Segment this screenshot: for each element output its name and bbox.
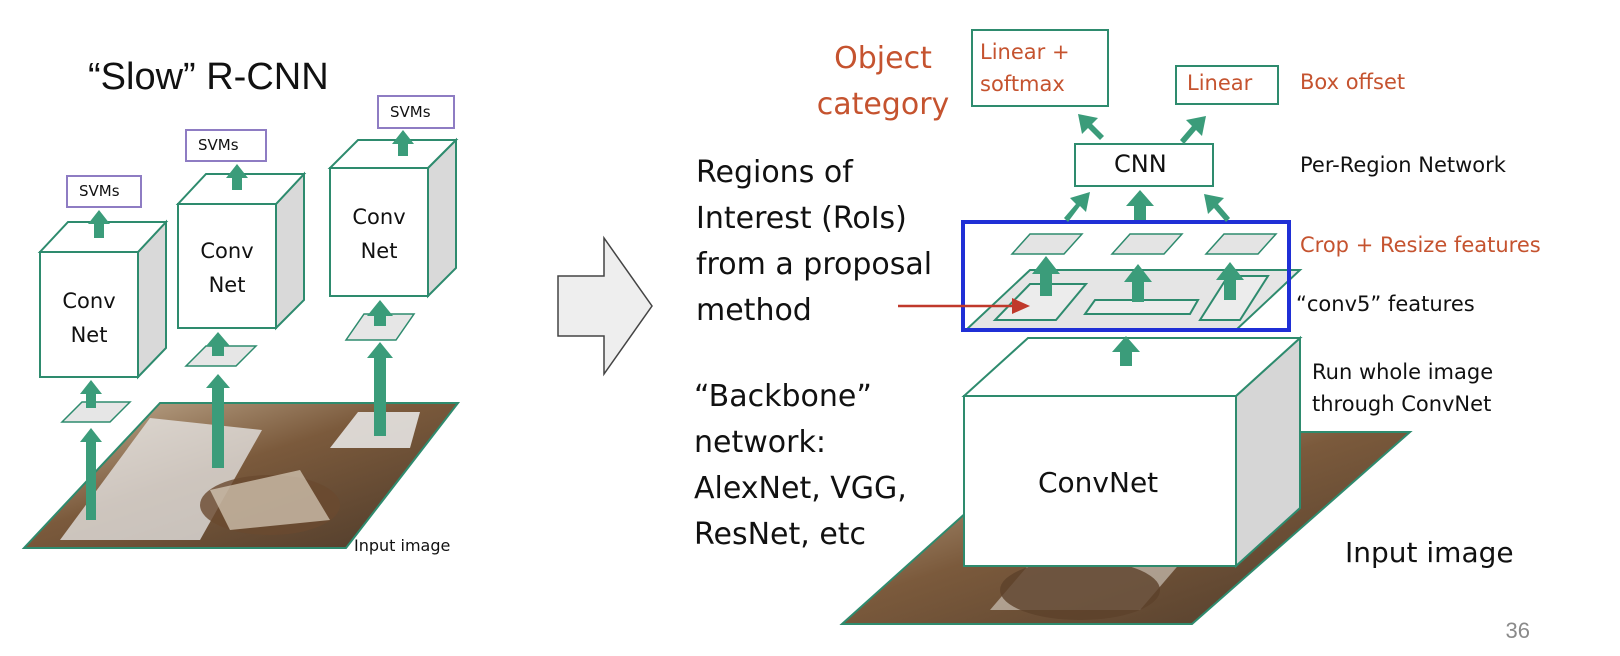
slow-rcnn-input-image [21,402,461,549]
crop-resize-box [961,220,1291,332]
convnet-label-1: Conv Net [62,289,116,347]
convnet-cube-1 [37,219,169,380]
svm-box-3 [377,95,455,129]
convnet-cube-3 [327,137,459,299]
slow-rcnn-arrows [80,130,414,520]
svm-box-2 [185,129,267,162]
region-patch-1 [60,401,132,423]
conv5-features-label: “conv5” features [1296,292,1475,316]
backbone-label: “Backbone” network: AlexNet, VGG, ResNet… [694,379,907,552]
page-number: 36 [1505,618,1530,643]
proposal-arrow [898,298,1030,314]
transition-arrow [557,235,653,377]
convnet-label: ConvNet [1038,466,1159,499]
linear-box [1175,65,1279,105]
region-patch-3 [344,313,416,341]
slow-rcnn-title: “Slow” R-CNN [88,56,329,98]
linear-label: Linear [1187,71,1253,95]
convnet-label-3: Conv Net [352,205,406,263]
box-offset-label: Box offset [1300,70,1406,94]
linear-softmax-label: Linear + softmax [980,40,1070,96]
per-region-network-label: Per-Region Network [1300,153,1506,177]
slow-rcnn-input-label: Input image [354,536,451,555]
cropped-feature-1 [1010,233,1084,255]
cnn-label: CNN [1114,150,1167,178]
convnet-label-2: Conv Net [200,239,254,297]
convnet-big-cube [961,335,1303,569]
cropped-feature-2 [1110,233,1184,255]
svm-label-2: SVMs [198,136,239,154]
regions-of-interest-label: Regions of Interest (RoIs) from a propos… [696,155,933,328]
linear-softmax-box [971,29,1109,107]
crop-resize-label: Crop + Resize features [1300,233,1541,257]
input-image-label: Input image [1345,536,1514,569]
cnn-box [1074,143,1214,187]
svm-label-1: SVMs [79,182,120,200]
roi-region-2 [1083,299,1200,315]
object-category-label: Object category [816,41,950,122]
cropped-feature-3 [1204,233,1278,255]
run-whole-image-label: Run whole image through ConvNet [1312,360,1494,416]
svm-box-1 [66,175,142,208]
svm-label-3: SVMs [390,103,431,121]
fast-rcnn-arrows [1032,114,1244,366]
